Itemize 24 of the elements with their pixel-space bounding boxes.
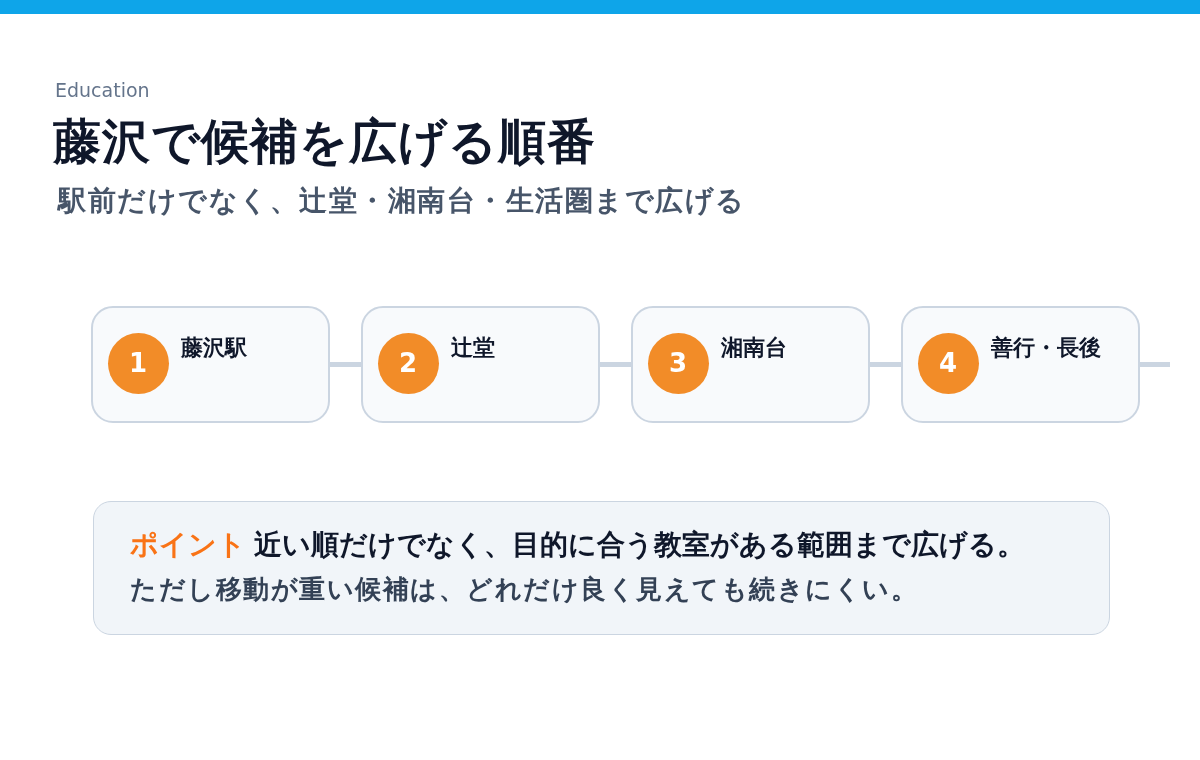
connector-line: [870, 362, 901, 367]
note-box: [93, 501, 1110, 635]
note-text: 近い順だけでなく、目的に合う教室がある範囲まで広げる。: [254, 528, 1025, 561]
step-box: [91, 306, 330, 423]
number-circle: 3: [647, 332, 709, 394]
subtitle: 駅前だけでなく、辻堂・湘南台・生活圏まで広げる: [58, 184, 746, 218]
connector-line: [600, 362, 631, 367]
connector-line: [330, 362, 361, 367]
point-label: ポイント: [130, 528, 246, 561]
category-text: Education: [55, 79, 150, 102]
step-label: 藤沢駅: [181, 335, 247, 362]
step-label: 湘南台: [721, 335, 787, 362]
number-circle: 2: [377, 332, 439, 394]
title: 藤沢で候補を広げる順番: [53, 113, 596, 171]
step-box: [631, 306, 870, 423]
step-box: [901, 306, 1140, 423]
step-box: [361, 306, 600, 423]
step-label: 善行・長後: [991, 335, 1101, 362]
top-bar: [0, 0, 1200, 14]
note-text: ただし移動が重い候補は、どれだけ良く見えても続きにくい。: [130, 574, 918, 605]
number-circle: 1: [107, 332, 169, 394]
number-circle: 4: [917, 332, 979, 394]
step-label: 辻堂: [451, 335, 495, 362]
connector-line: [1140, 362, 1170, 367]
